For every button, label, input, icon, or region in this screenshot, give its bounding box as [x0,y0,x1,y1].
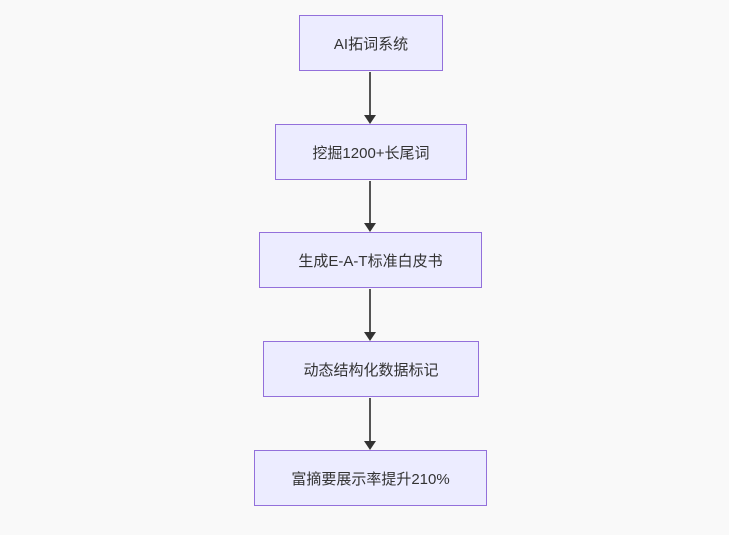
edge-line [369,72,371,117]
arrow-down-icon [364,223,376,232]
node-label: 挖掘1200+长尾词 [312,144,430,162]
node-label: 动态结构化数据标记 [303,361,439,379]
flowchart-edge-4 [363,398,377,450]
flowchart-edge-2 [363,181,377,232]
flowchart-node-eat-whitepaper: 生成E-A-T标准白皮书 [259,232,482,288]
flowchart-node-rich-snippet-uplift: 富摘要展示率提升210% [254,450,487,506]
flowchart-edge-1 [363,72,377,124]
arrow-down-icon [364,115,376,124]
flowchart-node-longtail-mining: 挖掘1200+长尾词 [275,124,467,180]
node-label: 富摘要展示率提升210% [291,470,450,488]
node-label: AI拓词系统 [333,35,409,53]
flowchart-node-ai-word-expansion: AI拓词系统 [299,15,443,71]
node-label: 生成E-A-T标准白皮书 [298,252,443,270]
edge-line [369,181,371,225]
flowchart-node-structured-data-markup: 动态结构化数据标记 [263,341,479,397]
arrow-down-icon [364,441,376,450]
edge-line [369,289,371,334]
arrow-down-icon [364,332,376,341]
edge-line [369,398,371,443]
flowchart-edge-3 [363,289,377,341]
